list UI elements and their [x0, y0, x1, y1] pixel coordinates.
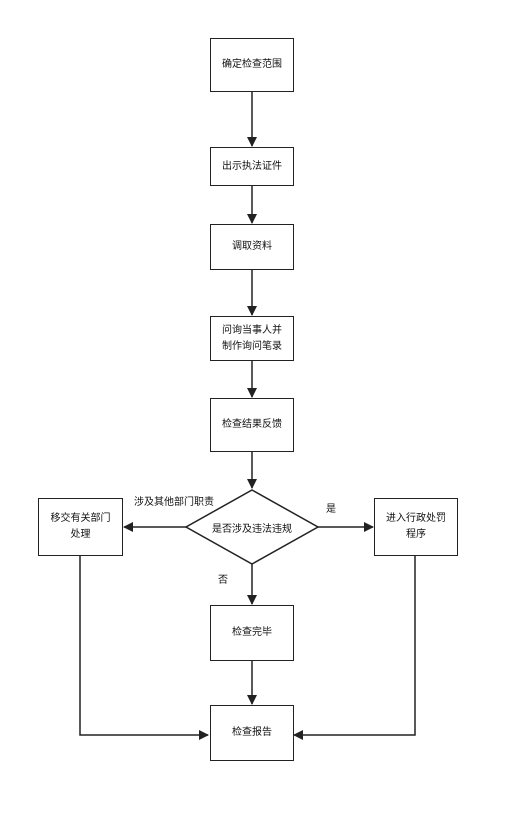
decision-label: 是否涉及违法违规 [212, 524, 292, 535]
node-show-credentials: 出示执法证件 [210, 147, 294, 186]
node-penalty: 进入行政处罚 程序 [374, 498, 458, 556]
node-penalty-line1: 进入行政处罚 [386, 513, 446, 524]
node-show-credentials-label: 出示执法证件 [222, 160, 282, 172]
node-retrieve-materials-label: 调取资料 [232, 241, 272, 252]
node-transfer-line1: 移交有关部门 [50, 513, 111, 524]
node-confirm-scope: 确定检查范围 [210, 38, 294, 92]
node-transfer-line2: 处理 [70, 529, 91, 540]
node-result-feedback-label: 检查结果反馈 [222, 419, 282, 430]
node-inspection-report-label: 检查报告 [232, 727, 272, 738]
node-inquiry: 问询当事人并 制作询问笔录 [210, 316, 294, 361]
edge-label-no: 否 [218, 575, 228, 586]
node-inspection-done-label: 检查完毕 [232, 627, 272, 638]
node-penalty-line2: 程序 [406, 529, 426, 540]
arrow-transfer-to-report [79, 556, 209, 740]
node-result-feedback: 检查结果反馈 [210, 398, 294, 452]
edge-label-other-dept: 涉及其他部门职责 [134, 497, 214, 508]
decision-diamond [184, 489, 320, 565]
edge-label-yes: 是 [326, 504, 336, 515]
node-confirm-scope-label: 确定检查范围 [222, 59, 282, 70]
node-inquiry-line2: 制作询问笔录 [222, 340, 282, 352]
node-inspection-report: 检查报告 [210, 705, 294, 761]
node-retrieve-materials: 调取资料 [210, 224, 294, 270]
node-inspection-done: 检查完毕 [210, 605, 294, 661]
node-inquiry-line1: 问询当事人并 [222, 324, 282, 336]
node-transfer: 移交有关部门 处理 [38, 498, 123, 556]
arrow-penalty-to-report [293, 556, 416, 740]
